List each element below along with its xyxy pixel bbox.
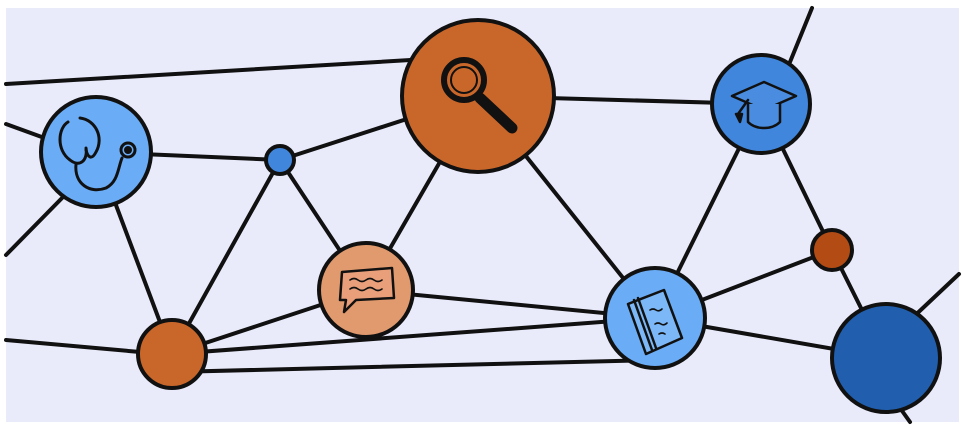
node-search (400, 18, 556, 174)
node-small-orange (810, 228, 854, 272)
notebook-icon (626, 288, 684, 356)
edge-small-blue-left-orange (170, 158, 282, 356)
magnifying-glass-icon (441, 57, 518, 134)
node-big-blue (830, 302, 942, 414)
node-left-orange (136, 318, 208, 390)
node-education (710, 53, 812, 155)
edge-bottom-long (170, 358, 657, 374)
edge-offcanvas-bottom-left (4, 338, 142, 354)
edge-offcanvas-education (788, 6, 814, 64)
edge-left-orange-notebook (170, 316, 657, 356)
graduation-cap-icon (730, 80, 798, 130)
node-notebook (603, 266, 707, 370)
edge-offcanvas-top-left (4, 54, 480, 86)
node-health (39, 95, 153, 209)
stethoscope-icon (58, 116, 137, 192)
node-small-blue (264, 144, 296, 176)
speech-bubble-icon (338, 266, 396, 314)
node-chat (317, 241, 415, 339)
edge-offcanvas-left-low (4, 193, 67, 257)
